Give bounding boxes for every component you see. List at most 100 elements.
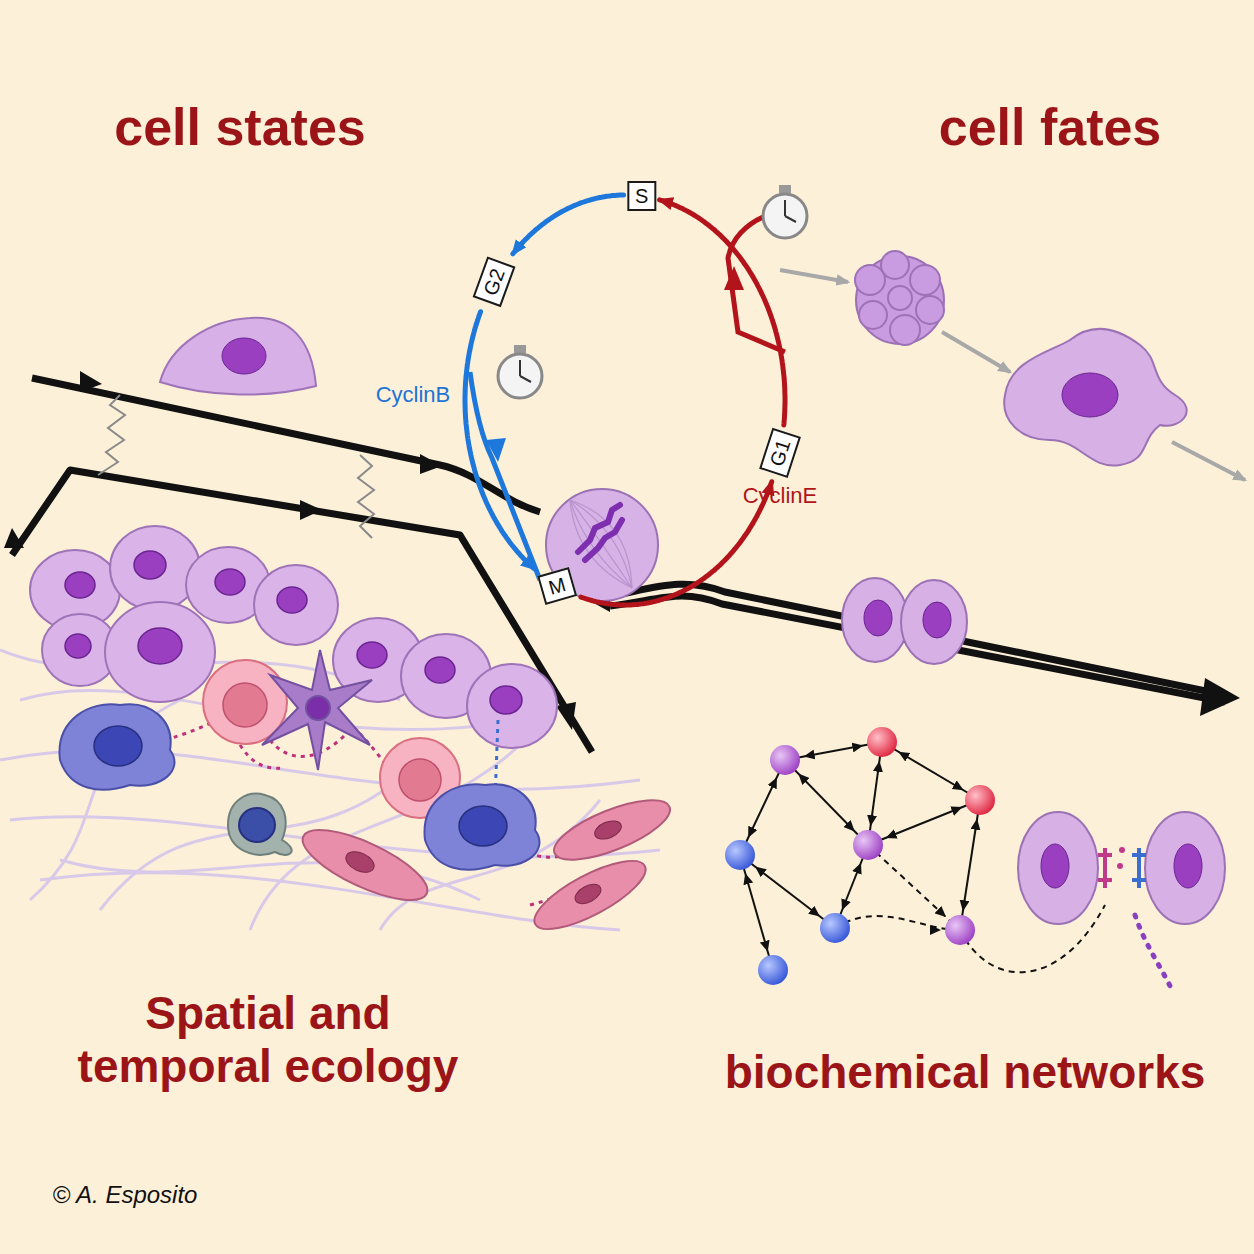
- network-node: [965, 785, 995, 815]
- network-link: [868, 845, 960, 930]
- tissue-fibers: [0, 650, 660, 930]
- annotation-text: CyclinE: [743, 483, 818, 508]
- network-link: [868, 800, 980, 845]
- cell-nucleus: [425, 657, 455, 683]
- signalling-cell: [1018, 812, 1225, 990]
- stopwatch: [498, 354, 542, 398]
- cell-nucleus: [357, 642, 387, 668]
- network-node: [758, 955, 788, 985]
- cell-nucleus: [94, 726, 507, 846]
- polyploid-cell: [881, 251, 909, 279]
- fate-arrow: [942, 332, 1010, 372]
- network-node: [867, 727, 897, 757]
- phase-box: G2: [473, 257, 516, 307]
- signalling-cell: [1135, 915, 1172, 990]
- mesenchymal-cell: [160, 318, 316, 395]
- trajectory-arrowhead: [556, 702, 576, 730]
- cell-contact: [240, 745, 285, 768]
- phase-box: G1: [759, 428, 801, 478]
- trajectory-arrowhead: [300, 500, 322, 520]
- phase-label: G2: [479, 266, 509, 299]
- network-node: [725, 727, 995, 985]
- stopwatch: [520, 360, 531, 382]
- heading-text: cell states: [114, 98, 366, 158]
- signalling-cell: [1117, 863, 1123, 869]
- mitotic-cell: [570, 500, 632, 588]
- cell-nucleus: [223, 683, 267, 727]
- epithelial-cell: [105, 602, 215, 702]
- lymphocyte: [228, 794, 292, 855]
- mitotic-cell: [546, 489, 658, 601]
- spring-link: [98, 395, 125, 475]
- network-node: [770, 745, 800, 775]
- network-node: [820, 913, 850, 943]
- immune-cell: [203, 660, 460, 818]
- spring-link: [98, 395, 374, 538]
- epithelial-cell: [467, 664, 557, 748]
- heading-text: cell fates: [939, 98, 1162, 158]
- cell-nucleus: [65, 634, 91, 658]
- macrophage: [60, 704, 540, 869]
- epithelial-cell: [110, 526, 200, 610]
- mitotic-cell: [546, 489, 658, 601]
- senescent-cell: [1062, 373, 1118, 417]
- mitotic-cell: [570, 500, 632, 588]
- phase-box: S: [627, 181, 656, 211]
- daughter-cell: [923, 602, 951, 638]
- cell-nucleus: [65, 572, 95, 598]
- signalling-cell: [1132, 848, 1146, 888]
- fibroblast: [547, 788, 677, 872]
- cycle-arc: [513, 195, 624, 254]
- polyploid-cell: [859, 301, 887, 329]
- cell-nucleus: [343, 817, 624, 907]
- mitotic-cell: [578, 505, 622, 560]
- network-link: [960, 800, 980, 930]
- signalling-cell: [1018, 812, 1098, 924]
- macrophage: [60, 704, 175, 789]
- fibroblast: [294, 788, 677, 942]
- stopwatch: [785, 200, 796, 222]
- network-link: [960, 905, 1105, 972]
- polyploid-cell: [855, 251, 944, 345]
- trajectory-arrowhead: [4, 528, 24, 548]
- mitotic-cell: [570, 500, 632, 588]
- cell-nucleus: [94, 726, 142, 766]
- cycle-arc: [465, 312, 534, 569]
- annotation-text: © A. Esposito: [53, 1181, 198, 1209]
- dendritic-cell: [262, 650, 372, 770]
- phase-label: G1: [765, 437, 794, 469]
- senescent-cell: [1004, 329, 1186, 466]
- polyploid-cell: [910, 265, 940, 295]
- network-link: [740, 742, 980, 970]
- lymphocyte: [239, 808, 275, 842]
- network-node: [853, 830, 883, 860]
- network-link: [785, 760, 868, 845]
- polyploid-cell: [855, 265, 885, 295]
- trajectory-arrowhead: [1200, 678, 1240, 716]
- cell-nucleus: [572, 880, 604, 907]
- spring-link: [358, 455, 374, 538]
- trajectory-arrowhead: [420, 454, 442, 474]
- stopwatch: [779, 185, 791, 193]
- phase-label: M: [546, 573, 568, 599]
- dendritic-cell: [306, 696, 330, 720]
- cell-nucleus: [134, 551, 166, 579]
- lymphocyte: [228, 794, 292, 855]
- fibroblast: [526, 848, 654, 942]
- macrophage: [425, 784, 540, 869]
- cycle-arc: [660, 200, 785, 425]
- dendritic-cell: [262, 650, 372, 770]
- network-link: [882, 742, 980, 800]
- network-link: [740, 855, 773, 970]
- phase-label: S: [635, 185, 648, 207]
- epithelial-cell: [254, 565, 338, 645]
- cell-nucleus: [399, 759, 441, 801]
- network-node: [945, 915, 975, 945]
- cycle-checkpoint-branch: [470, 372, 540, 580]
- polyploid-cell: [916, 296, 944, 324]
- cell-nucleus: [490, 686, 522, 714]
- stopwatch: [514, 345, 526, 353]
- fate-arrow: [1172, 442, 1245, 480]
- daughter-cell: [901, 580, 967, 664]
- heading-text: Spatial and temporal ecology: [58, 987, 478, 1093]
